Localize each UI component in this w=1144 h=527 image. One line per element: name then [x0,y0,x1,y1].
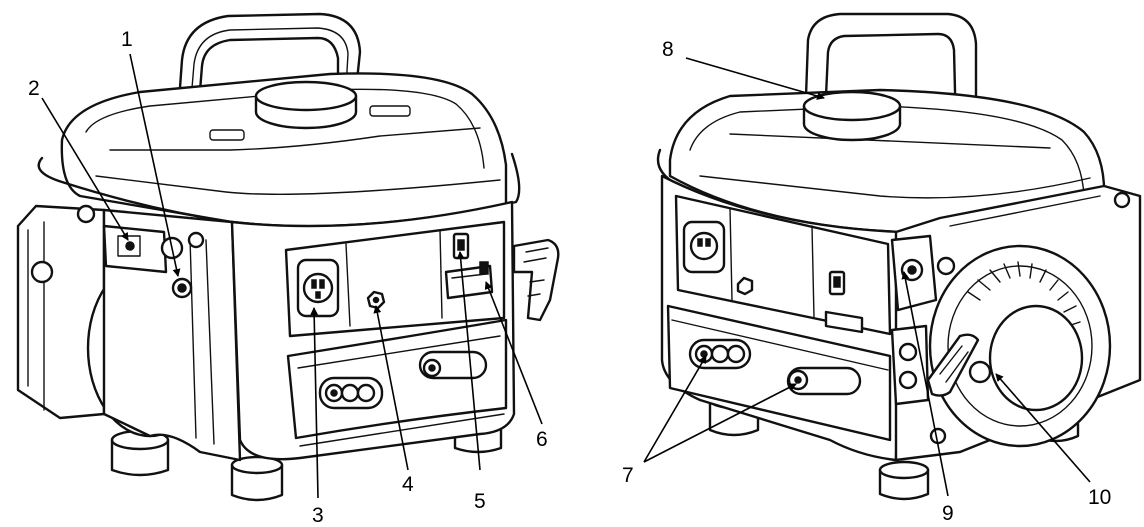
engine-switch-box [102,224,168,274]
foot-b [878,460,930,501]
frame-left [16,204,106,420]
oil-check-plug [318,376,384,410]
oil-drain-plug-right [786,366,862,396]
callout-6: 6 [536,428,548,451]
recoil-starter [928,244,1112,448]
ac-outlet-right [682,220,726,274]
dc-output [444,261,494,300]
starter-handle-left [512,238,560,322]
foot-left-rear [230,455,284,502]
fuel-cap-right [802,90,902,142]
callout-2: 2 [28,77,40,100]
generator-right-view [656,12,1142,501]
starter-pull-handle [926,333,980,397]
generator-left-view [16,12,560,502]
oil-drain-slot [418,350,488,380]
foot-left-front [110,429,170,477]
callout-numbers: 1 2 3 4 5 6 7 8 9 10 [28,28,1111,527]
ground-terminal [366,290,386,310]
fuel-cap [254,80,358,130]
callout-4: 4 [402,473,414,496]
callout-1: 1 [121,28,133,51]
callout-9: 9 [942,502,954,525]
callout-5: 5 [474,490,486,513]
callout-7: 7 [622,464,634,487]
callout-leaders [41,53,1091,499]
oil-check-plug-right [688,338,752,370]
ac-outlet [296,258,340,318]
callout-10: 10 [1088,486,1111,509]
callout-8: 8 [662,38,674,61]
callout-3: 3 [312,504,324,527]
choke-lever-right [890,234,956,445]
